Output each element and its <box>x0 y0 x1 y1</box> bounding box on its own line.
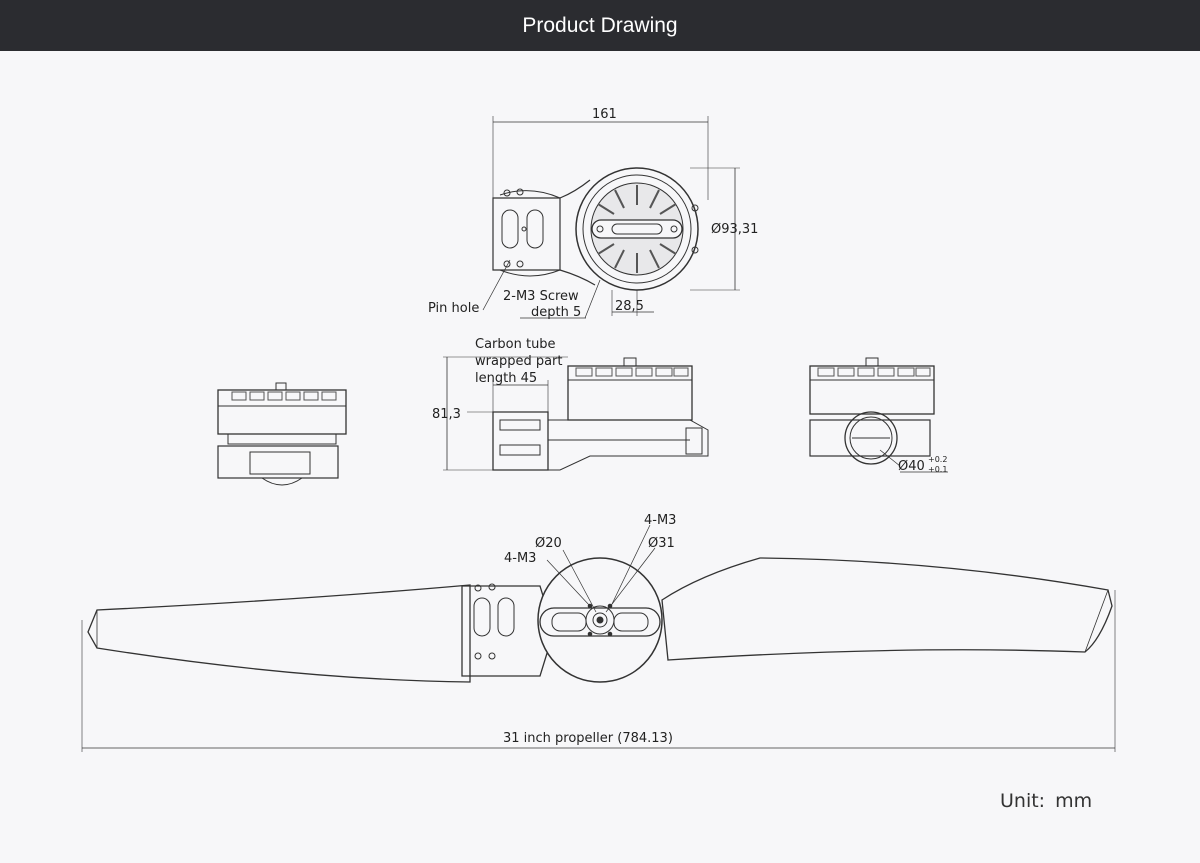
pin-hole-label: Pin hole <box>428 301 479 316</box>
dim-diameter-label: Ø93,31 <box>711 222 758 237</box>
side-view-motor-arm <box>443 356 709 471</box>
technical-drawing: 161 Ø93,31 28,5 Pin hole 2-M3 Screw dept… <box>81 107 1116 752</box>
m3-top-label: 4-M3 <box>644 513 676 528</box>
end-view-motor <box>809 357 948 473</box>
carbon-tube-note-1: Carbon tube <box>475 337 556 352</box>
unit-value: mm <box>1055 790 1093 812</box>
propeller-view <box>81 524 1116 752</box>
dim-tube-label: Ø40 <box>898 459 925 474</box>
page-header: Product Drawing <box>0 0 1200 51</box>
dim-height-label: 81,3 <box>432 407 461 422</box>
carbon-tube-note-3: length 45 <box>475 371 537 386</box>
page-title: Product Drawing <box>522 13 678 37</box>
dim-offset-label: 28,5 <box>615 299 644 314</box>
propeller-length-label: 31 inch propeller (784.13) <box>503 731 673 746</box>
unit-label: Unit: <box>1000 790 1046 812</box>
screw-label-1: 2-M3 Screw <box>503 289 579 304</box>
screw-label-2: depth 5 <box>531 305 581 320</box>
d31-label: Ø31 <box>648 536 675 551</box>
d20-label: Ø20 <box>535 536 562 551</box>
front-view-motor <box>217 382 347 486</box>
tol-upper-label: +0.2 <box>928 455 947 464</box>
dim-width-label: 161 <box>592 107 617 122</box>
tol-lower-label: +0.1 <box>928 465 947 474</box>
carbon-tube-note-2: wrapped part <box>475 354 563 369</box>
m3-left-label: 4-M3 <box>504 551 536 566</box>
top-view-motor-arm <box>482 116 740 319</box>
unit-note: Unit: mm <box>996 790 1092 812</box>
